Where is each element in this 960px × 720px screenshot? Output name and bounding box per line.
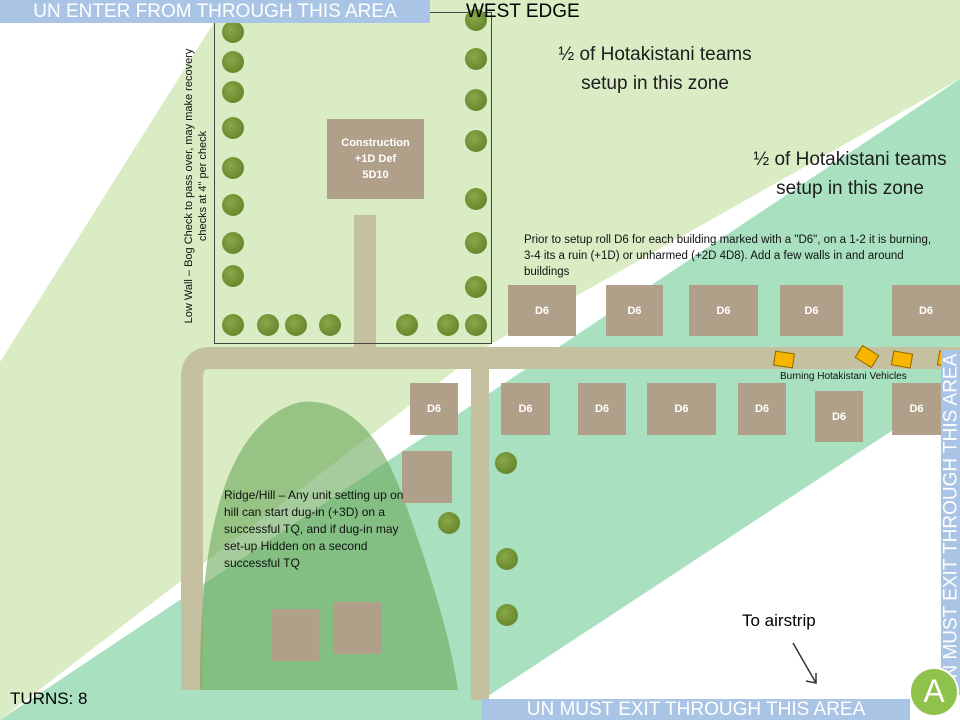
shrub-icon [465,89,487,111]
shrub-icon [465,232,487,254]
shrub-icon [465,130,487,152]
building-d6[interactable]: D6 [501,383,550,435]
vehicle-icon [773,350,795,369]
shrub-icon [465,276,487,298]
shrub-icon [437,314,459,336]
construction-dice: 5D10 [362,169,389,181]
building-d6[interactable]: D6 [410,383,458,435]
shrub-icon [319,314,341,336]
low-wall-note: Low Wall – Bog Check to pass over, may m… [183,48,209,324]
un-exit-banner-right: UN MUST EXIT THROUGH THIS AREA [940,350,960,695]
shrub-icon [222,314,244,336]
shrub-icon [396,314,418,336]
un-exit-banner-right-text: UN MUST EXIT THROUGH THIS AREA [940,353,960,692]
building-d6[interactable]: D6 [689,285,758,336]
shrub-icon [222,21,244,43]
shrub-icon [465,48,487,70]
building-d6[interactable]: D6 [780,285,843,336]
shrub-icon [465,9,487,31]
shrub-icon [465,314,487,336]
shrub-icon [465,188,487,210]
shrub-icon [285,314,307,336]
map-id-badge: A [909,667,959,717]
building[interactable] [402,451,452,503]
vehicle-icon [890,350,914,369]
zone-1-label: ½ of Hotakistani teams setup in this zon… [558,44,752,94]
shrub-icon [222,194,244,216]
shrub-icon [438,512,460,534]
building[interactable] [333,602,382,654]
shrub-icon [222,117,244,139]
building-d6[interactable]: D6 [738,383,786,435]
building-d6[interactable]: D6 [606,285,663,336]
arrow-icon [805,673,817,684]
shrub-icon [222,157,244,179]
building-d6[interactable]: D6 [647,383,716,435]
building-d6[interactable]: D6 [892,285,960,336]
shrub-icon [495,452,517,474]
turns-counter: TURNS: 8 [10,689,88,708]
shrub-icon [222,51,244,73]
construction-defense: +1D Def [354,153,397,165]
airstrip-arrow [792,642,817,684]
west-edge-label: WEST EDGE [466,1,580,22]
building[interactable] [271,609,319,661]
un-exit-banner-bottom: UN MUST EXIT THROUGH THIS AREA [482,699,910,720]
road-main [181,215,376,690]
construction-building[interactable]: Construction +1D Def 5D10 [327,119,424,199]
zone-2-label: ½ of Hotakistani teams setup in this zon… [753,149,947,199]
ridge-hill-note: Ridge/Hill – Any unit setting up on hill… [224,488,404,570]
building-d6[interactable]: D6 [508,285,576,336]
shrub-icon [222,232,244,254]
construction-title: Construction [341,137,410,149]
shrub-icon [222,265,244,287]
building-d6[interactable]: D6 [892,383,941,435]
building-d6[interactable]: D6 [815,391,863,442]
un-entry-banner: UN ENTER FROM THROUGH THIS AREA [0,0,430,23]
setup-roll-note: Prior to setup roll D6 for each building… [524,234,932,278]
ridge-hill [199,401,458,690]
shrub-icon [496,548,518,570]
shrub-icon [496,604,518,626]
burning-vehicles-label: Burning Hotakistani Vehicles [780,371,907,382]
shrub-icon [222,81,244,103]
building-d6[interactable]: D6 [578,383,626,435]
shrub-icon [257,314,279,336]
to-airstrip-label: To airstrip [742,611,816,630]
